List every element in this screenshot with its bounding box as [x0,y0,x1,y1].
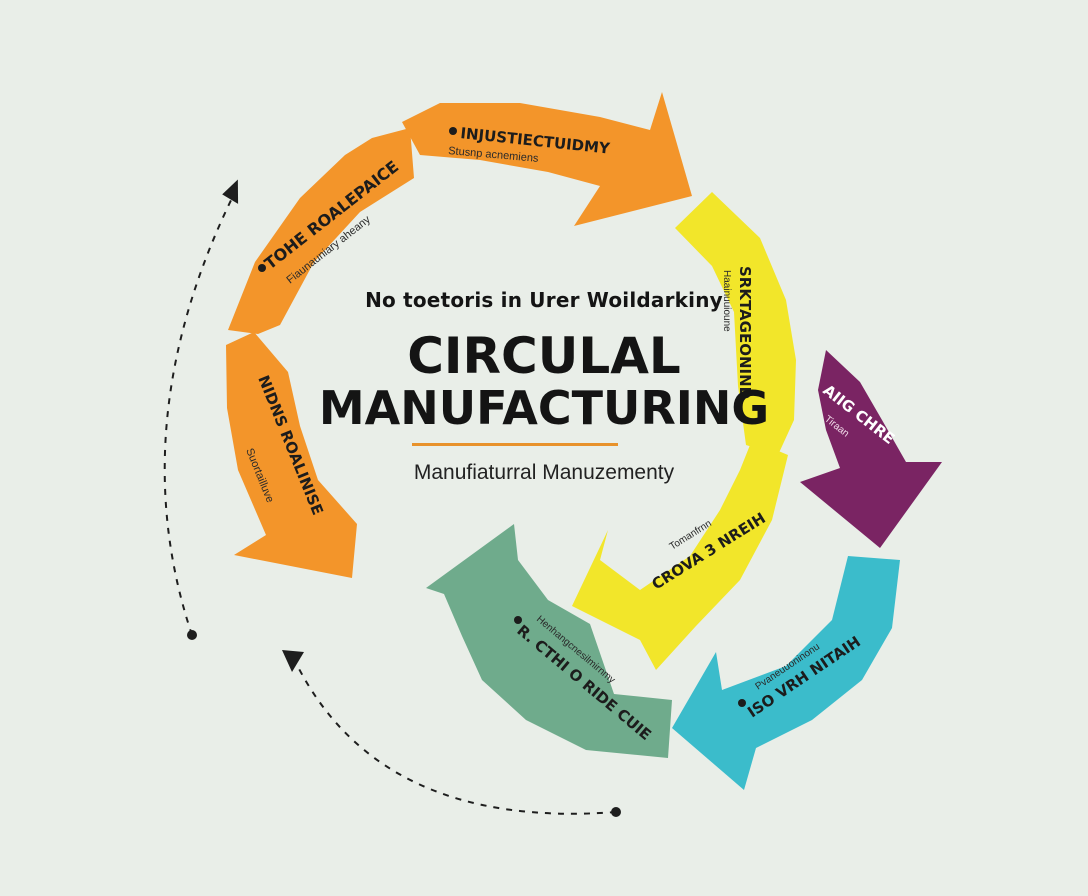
segment-arrow-left [226,332,357,578]
segment-arrow-teal [672,556,900,790]
diagram-title-line-1: CIRCULAL [407,327,681,385]
diagram-title-line-2: MANUFACTURING [318,381,770,435]
segment-subtitle-right: Haainuuioune [721,270,732,332]
segment-arrow-right [675,192,796,455]
segment-label-right: SRKTAGEONIND Haainuuioune [721,266,754,399]
title-divider [412,443,618,446]
segment-arrow-inner-yellow [572,440,788,670]
segment-arrow-upper-left [228,128,414,334]
segment-arrow-green [426,524,672,758]
segment-arrow-purple [800,350,942,548]
segment-title-right: SRKTAGEONIND [736,266,754,399]
dashed-arrow-end-dot [611,807,621,817]
segment-arrow-top [402,92,692,226]
diagram-subtitle: Manufiaturral Manuzementy [413,461,675,484]
diagram-supertitle: No toetoris in Urer Woildarkiny [365,288,723,312]
dashed-arrowhead-lower [282,650,304,672]
dashed-return-arrow-upper [163,185,239,636]
dashed-return-arrow-lower [295,662,617,815]
dashed-arrowhead-upper [222,179,239,204]
dashed-arrow-start-dot [187,630,197,640]
